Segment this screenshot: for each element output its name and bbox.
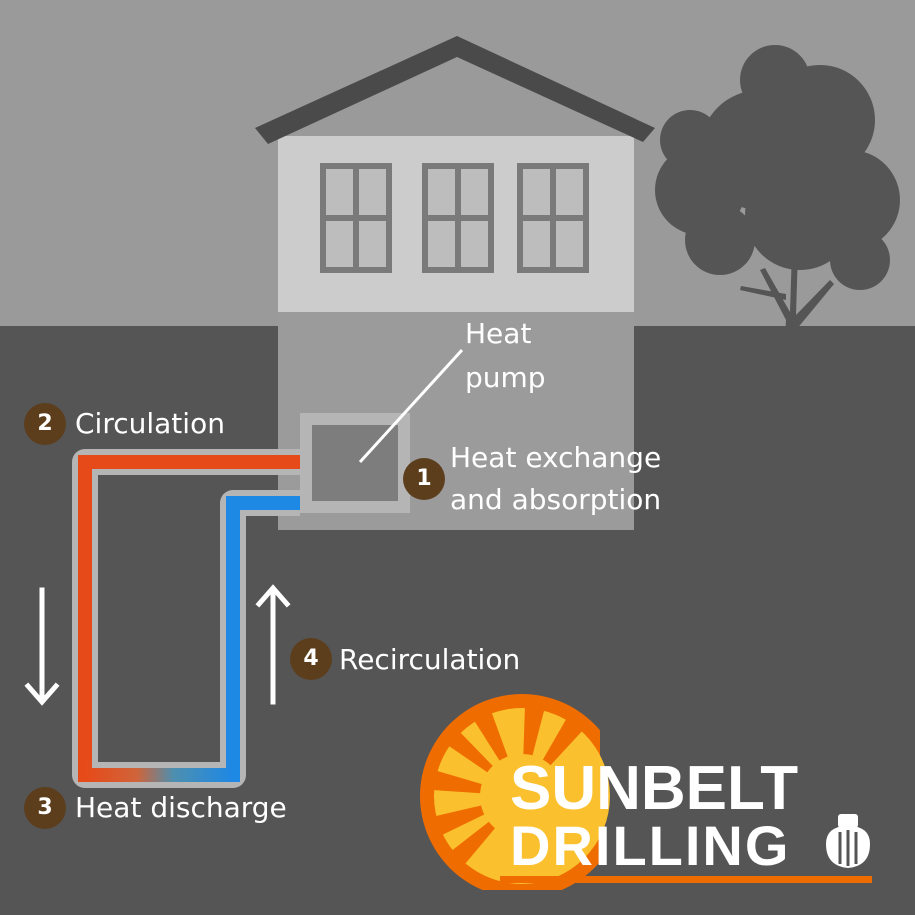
drill-bit-icon	[826, 814, 870, 868]
pipe-bottom-transition	[78, 760, 240, 782]
down-arrow	[24, 587, 60, 706]
step-4-badge: 4	[290, 638, 332, 680]
step-2-label: Circulation	[75, 407, 225, 440]
heat-pump-unit	[300, 413, 410, 513]
logo-sunbelt: SUNBELT	[510, 754, 799, 823]
logo-underline	[500, 876, 872, 883]
cold-pipe	[226, 496, 300, 760]
step-4-label: Recirculation	[339, 643, 521, 676]
tree	[655, 45, 900, 395]
step-1-label-line2: and absorption	[450, 483, 662, 516]
pipe-loop	[72, 449, 300, 788]
step-3-label: Heat discharge	[75, 791, 287, 824]
step-1-badge: 1	[403, 458, 445, 500]
windows	[320, 163, 589, 273]
heat-pump-label-line1: Heat	[465, 317, 532, 350]
heat-pump-pointer	[358, 348, 464, 464]
sun-logo	[420, 694, 610, 890]
roof	[255, 36, 655, 144]
up-arrow	[255, 584, 291, 705]
step-2-badge: 2	[24, 403, 66, 445]
step-1-label-line1: Heat exchange	[450, 441, 662, 474]
hot-pipe	[78, 455, 300, 760]
heat-pump-label-line2: pump	[465, 361, 546, 394]
step-3-badge: 3	[24, 787, 66, 829]
logo-drilling: DRILLING	[510, 814, 791, 877]
